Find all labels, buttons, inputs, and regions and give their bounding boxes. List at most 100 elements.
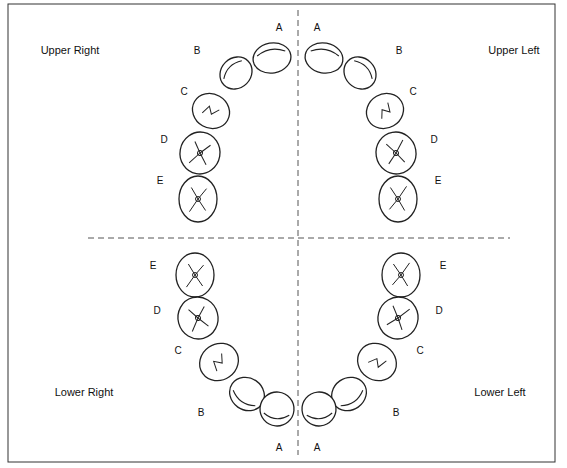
fissure bbox=[398, 199, 405, 211]
tooth-outline bbox=[177, 129, 224, 177]
fissure bbox=[196, 307, 207, 318]
tooth-letter: B bbox=[198, 408, 205, 418]
tooth-letter: C bbox=[409, 87, 416, 97]
fissure bbox=[195, 265, 204, 275]
tooth-outline bbox=[360, 87, 410, 135]
fissure bbox=[396, 152, 405, 164]
tooth bbox=[360, 87, 410, 135]
tooth-letter: C bbox=[180, 87, 187, 97]
fissure bbox=[189, 308, 198, 320]
tooth-letter: C bbox=[416, 346, 423, 356]
tooth-outline bbox=[186, 87, 236, 135]
tooth bbox=[176, 253, 214, 297]
tooth-outline bbox=[213, 50, 258, 95]
incisal-edge bbox=[307, 413, 333, 420]
fossa bbox=[393, 150, 399, 156]
fissure bbox=[398, 307, 410, 320]
tooth bbox=[373, 129, 420, 177]
tooth-letter: D bbox=[430, 135, 437, 145]
fissure bbox=[198, 153, 208, 165]
fissure bbox=[386, 143, 396, 155]
tooth-letter: D bbox=[153, 306, 160, 316]
quadrant-label: Upper Left bbox=[488, 45, 539, 56]
tooth-letter: E bbox=[150, 261, 157, 271]
incisal-edge bbox=[263, 413, 289, 420]
tooth-letter: E bbox=[157, 176, 164, 186]
fissure bbox=[200, 144, 211, 155]
tooth-letter: E bbox=[435, 176, 442, 186]
midline bbox=[298, 10, 299, 455]
tooth-outline bbox=[173, 293, 223, 344]
tooth-letter: A bbox=[276, 23, 283, 33]
tooth-outline bbox=[259, 391, 296, 428]
occlusal-line bbox=[88, 238, 510, 239]
tooth bbox=[337, 50, 382, 95]
fissure bbox=[376, 103, 393, 119]
fossa bbox=[193, 273, 198, 278]
tooth-letter: A bbox=[276, 443, 283, 453]
fissure bbox=[198, 316, 208, 328]
fissure bbox=[392, 275, 401, 285]
fissure bbox=[394, 140, 405, 153]
fissure bbox=[193, 141, 202, 153]
incisal-edge bbox=[354, 58, 375, 79]
quadrant-label: Upper Right bbox=[41, 45, 100, 56]
tooth-outline bbox=[251, 40, 294, 76]
tooth-outline bbox=[301, 391, 338, 428]
incisal-edge bbox=[311, 47, 340, 56]
tooth bbox=[251, 40, 294, 76]
tooth bbox=[177, 129, 224, 177]
fissure bbox=[387, 316, 398, 327]
tooth-outline bbox=[337, 50, 382, 95]
incisal-edge bbox=[221, 58, 242, 79]
fissure bbox=[188, 264, 195, 275]
tooth-letter: A bbox=[314, 443, 321, 453]
tooth-outline bbox=[179, 176, 217, 222]
tooth-outline bbox=[373, 293, 423, 344]
tooth-outline bbox=[373, 129, 420, 177]
fossa bbox=[395, 315, 401, 321]
fissure bbox=[387, 153, 398, 164]
tooth bbox=[382, 253, 420, 297]
tooth bbox=[213, 50, 258, 95]
tooth bbox=[173, 293, 223, 344]
tooth-letter: A bbox=[314, 23, 321, 33]
tooth-letter: E bbox=[440, 261, 447, 271]
tooth bbox=[301, 391, 338, 428]
tooth bbox=[186, 87, 236, 135]
tooth-letter: D bbox=[435, 306, 442, 316]
tooth bbox=[179, 176, 217, 222]
quadrant-label: Lower Right bbox=[55, 387, 114, 398]
fossa bbox=[195, 315, 201, 321]
fossa bbox=[197, 150, 203, 156]
quadrant-label: Lower Left bbox=[474, 387, 525, 398]
fissure bbox=[368, 353, 386, 371]
fissure bbox=[202, 103, 219, 119]
tooth-letter: D bbox=[160, 135, 167, 145]
tooth-letter: B bbox=[396, 46, 403, 56]
incisal-edge bbox=[341, 390, 366, 409]
tooth bbox=[379, 176, 417, 222]
fissure bbox=[191, 188, 198, 200]
frame bbox=[8, 4, 555, 462]
tooth-outline bbox=[379, 176, 417, 222]
tooth bbox=[373, 293, 423, 344]
tooth-outline bbox=[176, 253, 214, 297]
fossa bbox=[399, 273, 404, 278]
fissure bbox=[210, 354, 228, 372]
tooth-outline bbox=[382, 253, 420, 297]
tooth-outline bbox=[303, 40, 346, 76]
tooth-letter: C bbox=[174, 346, 181, 356]
incisal-edge bbox=[231, 390, 256, 409]
fossa bbox=[196, 197, 201, 202]
fissure bbox=[189, 151, 200, 164]
fissure bbox=[401, 275, 408, 286]
incisal-edge bbox=[256, 47, 285, 56]
tooth-letter: B bbox=[194, 46, 201, 56]
fossa bbox=[396, 197, 401, 202]
tooth bbox=[303, 40, 346, 76]
tooth bbox=[259, 391, 296, 428]
tooth-letter: B bbox=[393, 408, 400, 418]
